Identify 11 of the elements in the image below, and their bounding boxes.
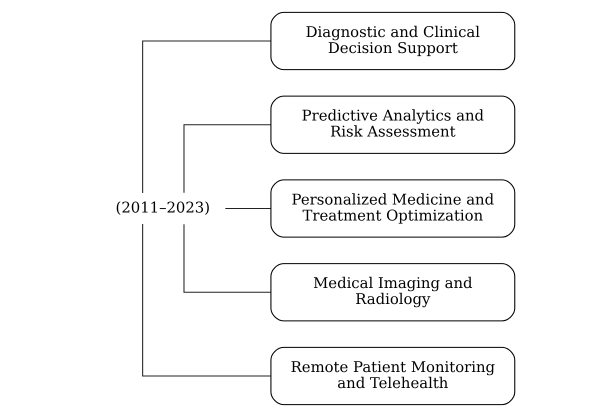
node-box: Personalized Medicine and Treatment Optimization	[270, 179, 515, 238]
connector	[142, 40, 270, 194]
connector	[142, 224, 270, 377]
connector	[224, 208, 270, 210]
node-box: Remote Patient Monitoring and Telehealth	[270, 346, 515, 406]
node-box: Predictive Analytics and Risk Assessment	[270, 96, 515, 154]
node-box: Diagnostic and Clinical Decision Support	[270, 12, 515, 70]
node-box: Medical Imaging and Radiology	[270, 263, 515, 322]
connector	[182, 224, 270, 293]
connector	[182, 124, 270, 193]
node-text: (2011–2023)	[115, 199, 210, 216]
